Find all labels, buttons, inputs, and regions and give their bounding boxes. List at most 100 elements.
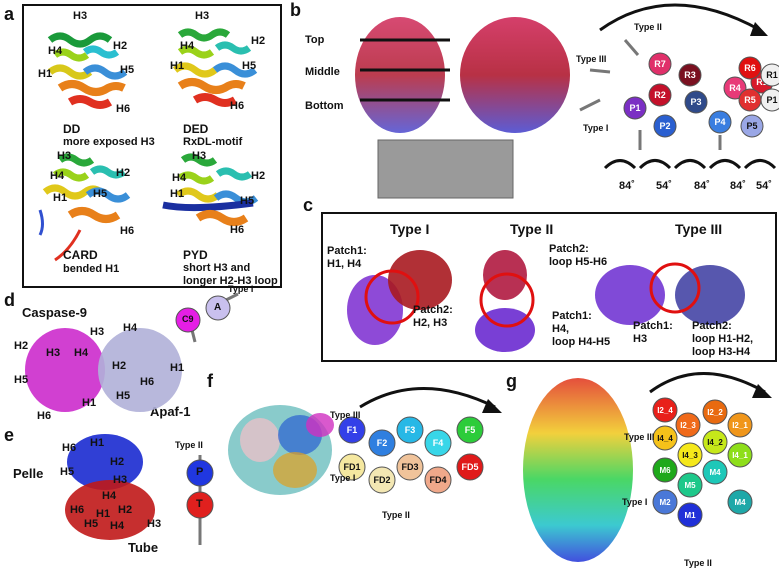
node-m4	[702, 459, 728, 485]
node-label-i4_4: I4_4	[657, 434, 673, 443]
dd-structure	[47, 32, 128, 109]
g-type-ii: Type II	[684, 558, 712, 568]
node-i4_4	[652, 425, 678, 451]
node-fd1	[338, 453, 366, 481]
d-apaf-h1: H1	[170, 362, 185, 374]
angle-5: 54˚	[756, 180, 772, 192]
c-type-ii-patch1: Patch1: H4, loop H4-H5	[552, 310, 611, 348]
node-m1	[677, 502, 703, 528]
panel-label-f: f	[207, 371, 213, 391]
node-label-f1: F1	[347, 425, 358, 435]
node-label-fd1: FD1	[343, 462, 360, 472]
d-c9-h5: H5	[14, 374, 29, 386]
f-structure	[228, 405, 334, 495]
dd-helix-h5: H5	[120, 64, 135, 76]
e-tube-h6: H6	[70, 504, 85, 516]
g-type-i: Type I	[622, 497, 648, 507]
node-label-m4: M4	[734, 498, 746, 507]
c-type-iii-patch2: Patch2: loop H1-H2, loop H3-H4	[692, 320, 754, 358]
node-label-r7: R7	[654, 59, 666, 69]
node-label-r2: R2	[654, 90, 666, 100]
pyd-helix-h2: H2	[251, 170, 266, 182]
d-apaf-h2: H2	[112, 360, 127, 372]
node-label-p3: P3	[690, 97, 701, 107]
ded-helix-h4: H4	[180, 40, 195, 52]
b-type-i: Type I	[583, 123, 609, 133]
e-nodes	[186, 455, 214, 545]
card-helix-h2: H2	[116, 167, 131, 179]
node-f5	[456, 416, 484, 444]
e-type: Type II	[175, 440, 203, 450]
node-fd3	[396, 453, 424, 481]
node-label-fd2: FD2	[373, 475, 390, 485]
node-label-i4_1: I4_1	[732, 451, 748, 460]
dd-helix-h2: H2	[113, 40, 128, 52]
node-f2	[368, 429, 396, 457]
c-type-i-patch2: Patch2: H2, H3	[413, 304, 453, 329]
pyd-name: PYD	[183, 248, 208, 262]
angle-1: 84˚	[619, 180, 635, 192]
node-i4_2	[702, 429, 728, 455]
pyd-helix-h6: H6	[230, 224, 245, 236]
ded-helix-h2: H2	[251, 35, 266, 47]
e-pelle-h6: H6	[62, 442, 77, 454]
pyd-helix-h1: H1	[170, 188, 185, 200]
panel-label-g: g	[506, 371, 517, 391]
filament-structure	[355, 17, 570, 199]
card-helix-h3: H3	[57, 150, 72, 162]
level-top: Top	[305, 34, 325, 46]
node-label-f3: F3	[405, 425, 416, 435]
g-type-iii: Type III	[624, 432, 655, 442]
node-label-f2: F2	[377, 438, 388, 448]
node-label-p1: P1	[629, 103, 640, 113]
c-type-i-patch1: Patch1: H1, H4	[327, 245, 367, 270]
filament-network	[579, 3, 768, 150]
node-m5	[677, 472, 703, 498]
pyd-helix-h3: H3	[192, 150, 207, 162]
d-apaf-h3: H3	[90, 326, 105, 338]
node-label-fd5: FD5	[461, 462, 478, 472]
card-structure	[38, 153, 131, 262]
node-r6	[738, 56, 762, 80]
e-tube-h1: H1	[96, 508, 111, 520]
ded-helix-h3: H3	[195, 10, 210, 22]
d-node-c9: C9	[182, 314, 194, 324]
node-r7	[648, 52, 672, 76]
d-c9-h6: H6	[37, 410, 52, 422]
node-r2	[648, 83, 672, 107]
ded-caption: RxDL-motif	[183, 136, 243, 148]
panel-label-b: b	[290, 0, 301, 20]
node-label-m4: M4	[709, 468, 721, 477]
d-c9-h2: H2	[14, 340, 29, 352]
e-pelle-h3: H3	[113, 474, 128, 486]
d-c9-h4: H4	[74, 347, 89, 359]
node-label-m2: M2	[659, 498, 671, 507]
card-caption: bended H1	[63, 263, 120, 275]
node-label-p1: P1	[766, 95, 777, 105]
pelle-name: Pelle	[13, 466, 44, 481]
node-label-i2_3: I2_3	[680, 421, 696, 430]
panel-label-c: c	[303, 195, 314, 215]
pyd-helix-h4: H4	[172, 172, 187, 184]
node-p3	[684, 90, 708, 114]
node-fd4	[424, 466, 452, 494]
g-structure	[523, 378, 633, 562]
tube-name: Tube	[128, 540, 159, 555]
c-type-ii-patch2: Patch2: loop H5-H6	[549, 243, 608, 268]
dd-helix-h4: H4	[48, 45, 63, 57]
node-label-fd4: FD4	[429, 475, 446, 485]
node-i4_1	[727, 442, 753, 468]
node-label-f4: F4	[433, 438, 444, 448]
node-m4	[727, 489, 753, 515]
node-label-r3: R3	[684, 70, 696, 80]
c-type-iii-title: Type III	[675, 221, 723, 237]
e-node-p: P	[196, 466, 204, 478]
node-i4_3	[677, 442, 703, 468]
b-type-ii: Type II	[634, 22, 662, 32]
g-network: I2_4I2_3I2_2I2_1I4_4I4_3I4_2I4_1M6M5M4M2…	[649, 372, 772, 528]
panel-label-e: e	[4, 425, 15, 445]
node-i2_2	[702, 399, 728, 425]
ded-name: DED	[183, 122, 209, 136]
